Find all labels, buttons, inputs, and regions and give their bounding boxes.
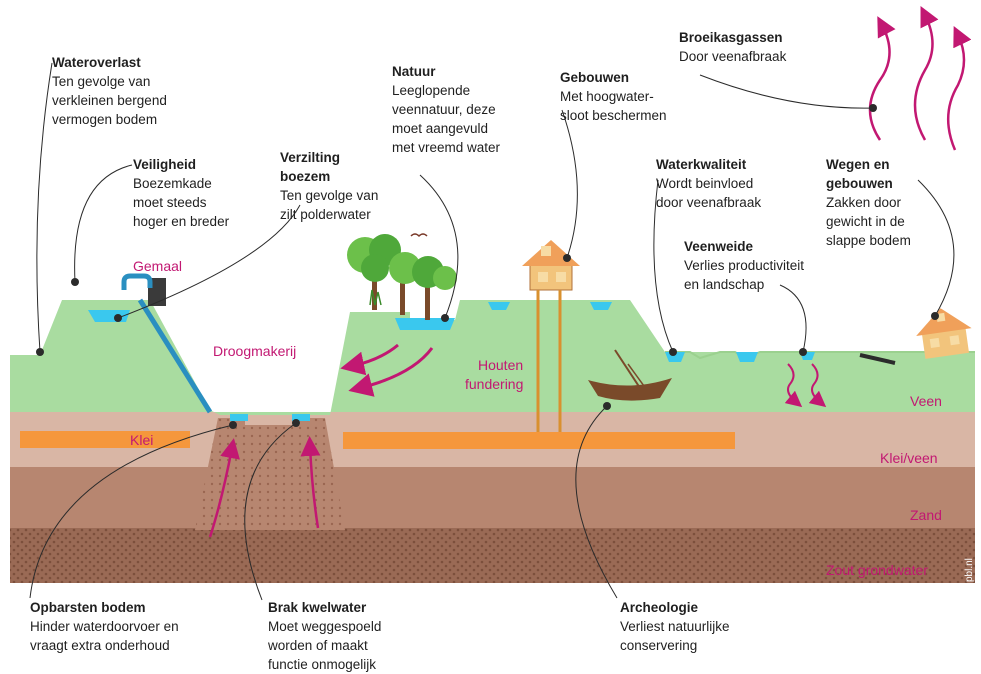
- annotation-title: Brak kwelwater: [268, 598, 381, 617]
- annotation-line: Zakken door: [826, 193, 911, 212]
- label-gemaal: Gemaal: [133, 258, 182, 274]
- annotation-line: Door veenafbraak: [679, 47, 786, 66]
- label-klei: Klei: [130, 432, 153, 448]
- annotation-archeologie: Archeologie Verliest natuurlijke conserv…: [620, 598, 730, 655]
- leader-broeikasgassen: [700, 75, 873, 108]
- annotation-line: vermogen bodem: [52, 110, 167, 129]
- label-klei-veen: Klei/veen: [880, 450, 938, 466]
- annotation-line: functie onmogelijk: [268, 655, 381, 674]
- annotation-line: Wordt beinvloed: [656, 174, 761, 193]
- bird-icon: [411, 234, 427, 236]
- annotation-line: hoger en breder: [133, 212, 229, 231]
- annotation-line: sloot beschermen: [560, 106, 667, 125]
- annotation-veenweide: Veenweide Verlies productiviteit en land…: [684, 237, 804, 294]
- annotation-title: Veiligheid: [133, 155, 229, 174]
- klei-lens-right: [343, 432, 735, 449]
- label-zout-grondwater: Zout grondwater: [826, 562, 928, 578]
- annotation-line: en landschap: [684, 275, 804, 294]
- annotation-line: moet steeds: [133, 193, 229, 212]
- annotation-line: veennatuur, deze: [392, 100, 500, 119]
- annotation-line: Ten gevolge van: [52, 72, 167, 91]
- annotation-title-2: boezem: [280, 167, 378, 186]
- annotation-title: Opbarsten bodem: [30, 598, 179, 617]
- trees: [347, 234, 457, 320]
- label-houten: Houten: [478, 357, 523, 373]
- annotation-waterkwaliteit: Waterkwaliteit Wordt beinvloed door veen…: [656, 155, 761, 212]
- annotation-wateroverlast: Wateroverlast Ten gevolge van verkleinen…: [52, 53, 167, 129]
- label-veen: Veen: [910, 393, 942, 409]
- annotation-line: gewicht in de: [826, 212, 911, 231]
- credit-text: pbl.nl: [964, 558, 975, 582]
- annotation-line: verkleinen bergend: [52, 91, 167, 110]
- label-fundering: fundering: [465, 376, 523, 392]
- leader-wateroverlast: [37, 63, 52, 352]
- annotation-broeikasgassen: Broeikasgassen Door veenafbraak: [679, 28, 786, 66]
- annotation-line: Hinder waterdoorvoer en: [30, 617, 179, 636]
- annotation-opbarsten: Opbarsten bodem Hinder waterdoorvoer en …: [30, 598, 179, 655]
- annotation-title: Gebouwen: [560, 68, 667, 87]
- leader-gebouwen: [562, 110, 577, 258]
- gas-arrow-1: [870, 25, 890, 140]
- label-droogmakerij: Droogmakerij: [213, 343, 296, 359]
- annotation-title: Natuur: [392, 62, 500, 81]
- annotation-verzilting: Verzilting boezem Ten gevolge van zilt p…: [280, 148, 378, 224]
- annotation-natuur: Natuur Leeglopende veennatuur, deze moet…: [392, 62, 500, 157]
- gas-arrow-2: [915, 15, 933, 140]
- annotation-line: vraagt extra onderhoud: [30, 636, 179, 655]
- annotation-line: Verliest natuurlijke: [620, 617, 730, 636]
- annotation-line: Ten gevolge van: [280, 186, 378, 205]
- annotation-line: Met hoogwater-: [560, 87, 667, 106]
- annotation-line: Moet weggespoeld: [268, 617, 381, 636]
- annotation-title: Veenweide: [684, 237, 804, 256]
- klei-lens-left: [20, 431, 190, 448]
- leader-veenweide: [780, 285, 806, 352]
- annotation-line: Leeglopende: [392, 81, 500, 100]
- annotation-title-2: gebouwen: [826, 174, 911, 193]
- annotation-line: slappe bodem: [826, 231, 911, 250]
- annotation-line: met vreemd water: [392, 138, 500, 157]
- annotation-wegen: Wegen en gebouwen Zakken door gewicht in…: [826, 155, 911, 250]
- annotation-line: moet aangevuld: [392, 119, 500, 138]
- leader-wegen: [918, 180, 954, 316]
- annotation-title: Verzilting: [280, 148, 378, 167]
- zand-layer: [10, 467, 975, 528]
- annotation-brak: Brak kwelwater Moet weggespoeld worden o…: [268, 598, 381, 674]
- annotation-line: Verlies productiviteit: [684, 256, 804, 275]
- gas-arrow-3: [948, 35, 964, 150]
- annotation-gebouwen: Gebouwen Met hoogwater- sloot beschermen: [560, 68, 667, 125]
- annotation-line: worden of maakt: [268, 636, 381, 655]
- label-zand: Zand: [910, 507, 942, 523]
- annotation-title: Archeologie: [620, 598, 730, 617]
- annotation-title: Wegen en: [826, 155, 911, 174]
- leader-veiligheid: [75, 165, 132, 282]
- annotation-veiligheid: Veiligheid Boezemkade moet steeds hoger …: [133, 155, 229, 231]
- annotation-title: Broeikasgassen: [679, 28, 786, 47]
- annotation-line: zilt polderwater: [280, 205, 378, 224]
- annotation-title: Wateroverlast: [52, 53, 167, 72]
- annotation-title: Waterkwaliteit: [656, 155, 761, 174]
- annotation-line: door veenafbraak: [656, 193, 761, 212]
- polder-ditch-left: [230, 414, 248, 421]
- annotation-line: Boezemkade: [133, 174, 229, 193]
- annotation-line: conservering: [620, 636, 730, 655]
